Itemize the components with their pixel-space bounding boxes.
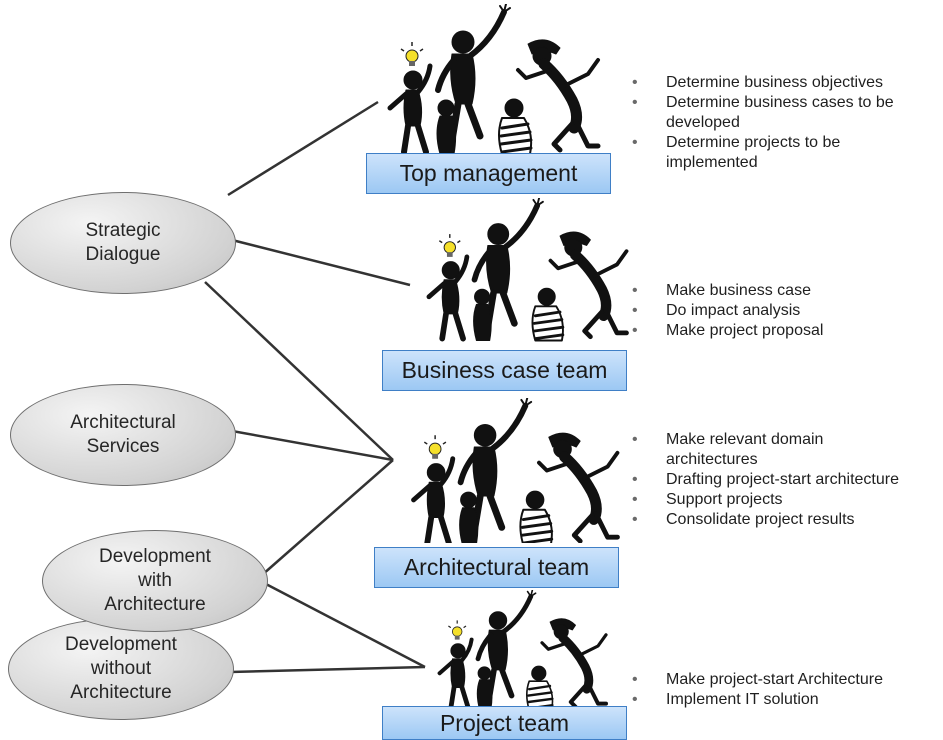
connector-strategic-business (231, 238, 411, 287)
team-figures-top-management (387, 4, 601, 154)
task-item: Make business case (632, 281, 932, 301)
task-list-project-team: Make project-start Architecture Implemen… (632, 670, 942, 710)
activity-development-with-architecture: Development with Architecture (42, 530, 268, 632)
team-label-project-team: Project team (382, 706, 627, 740)
activity-architectural-services: Architectural Services (10, 384, 236, 486)
team-figures-project-team (437, 590, 609, 710)
task-item: Make project proposal (632, 321, 932, 341)
team-label-top-management: Top management (366, 153, 611, 194)
connector-devwith-architectural (261, 459, 394, 576)
task-item: Determine business objectives (632, 73, 932, 93)
task-item: Implement IT solution (632, 690, 942, 710)
task-item: Do impact analysis (632, 301, 932, 321)
task-list-architectural-team: Make relevant domain architectures Draft… (632, 430, 902, 530)
lightbulb-icon (423, 435, 447, 459)
team-label-architectural-team: Architectural team (374, 547, 619, 588)
connector-strategic-top (227, 100, 379, 197)
task-item: Make project-start Architecture (632, 670, 942, 690)
activity-strategic-dialogue: Strategic Dialogue (10, 192, 236, 294)
connector-devwith-project (263, 581, 426, 669)
activity-development-without-architecture: Development without Architecture (8, 618, 234, 720)
connector-strategic-architectural (204, 281, 394, 461)
task-list-business-case-team: Make business case Do impact analysis Ma… (632, 281, 932, 341)
connector-services-architectural (231, 429, 394, 462)
task-item: Consolidate project results (632, 510, 902, 530)
lightbulb-icon (448, 620, 467, 640)
lightbulb-icon (400, 42, 424, 66)
connector-devwithout-project (229, 665, 426, 674)
team-figures-business-case-team (426, 198, 629, 342)
task-item: Determine projects to be implemented (632, 133, 932, 173)
task-list-top-management: Determine business objectives Determine … (632, 73, 932, 173)
team-label-business-case-team: Business case team (382, 350, 627, 391)
team-figures-architectural-team (411, 398, 620, 543)
lightbulb-icon (438, 234, 461, 257)
task-item: Drafting project-start architecture (632, 470, 902, 490)
task-item: Make relevant domain architectures (632, 430, 902, 470)
task-item: Support projects (632, 490, 902, 510)
task-item: Determine business cases to be developed (632, 93, 932, 133)
